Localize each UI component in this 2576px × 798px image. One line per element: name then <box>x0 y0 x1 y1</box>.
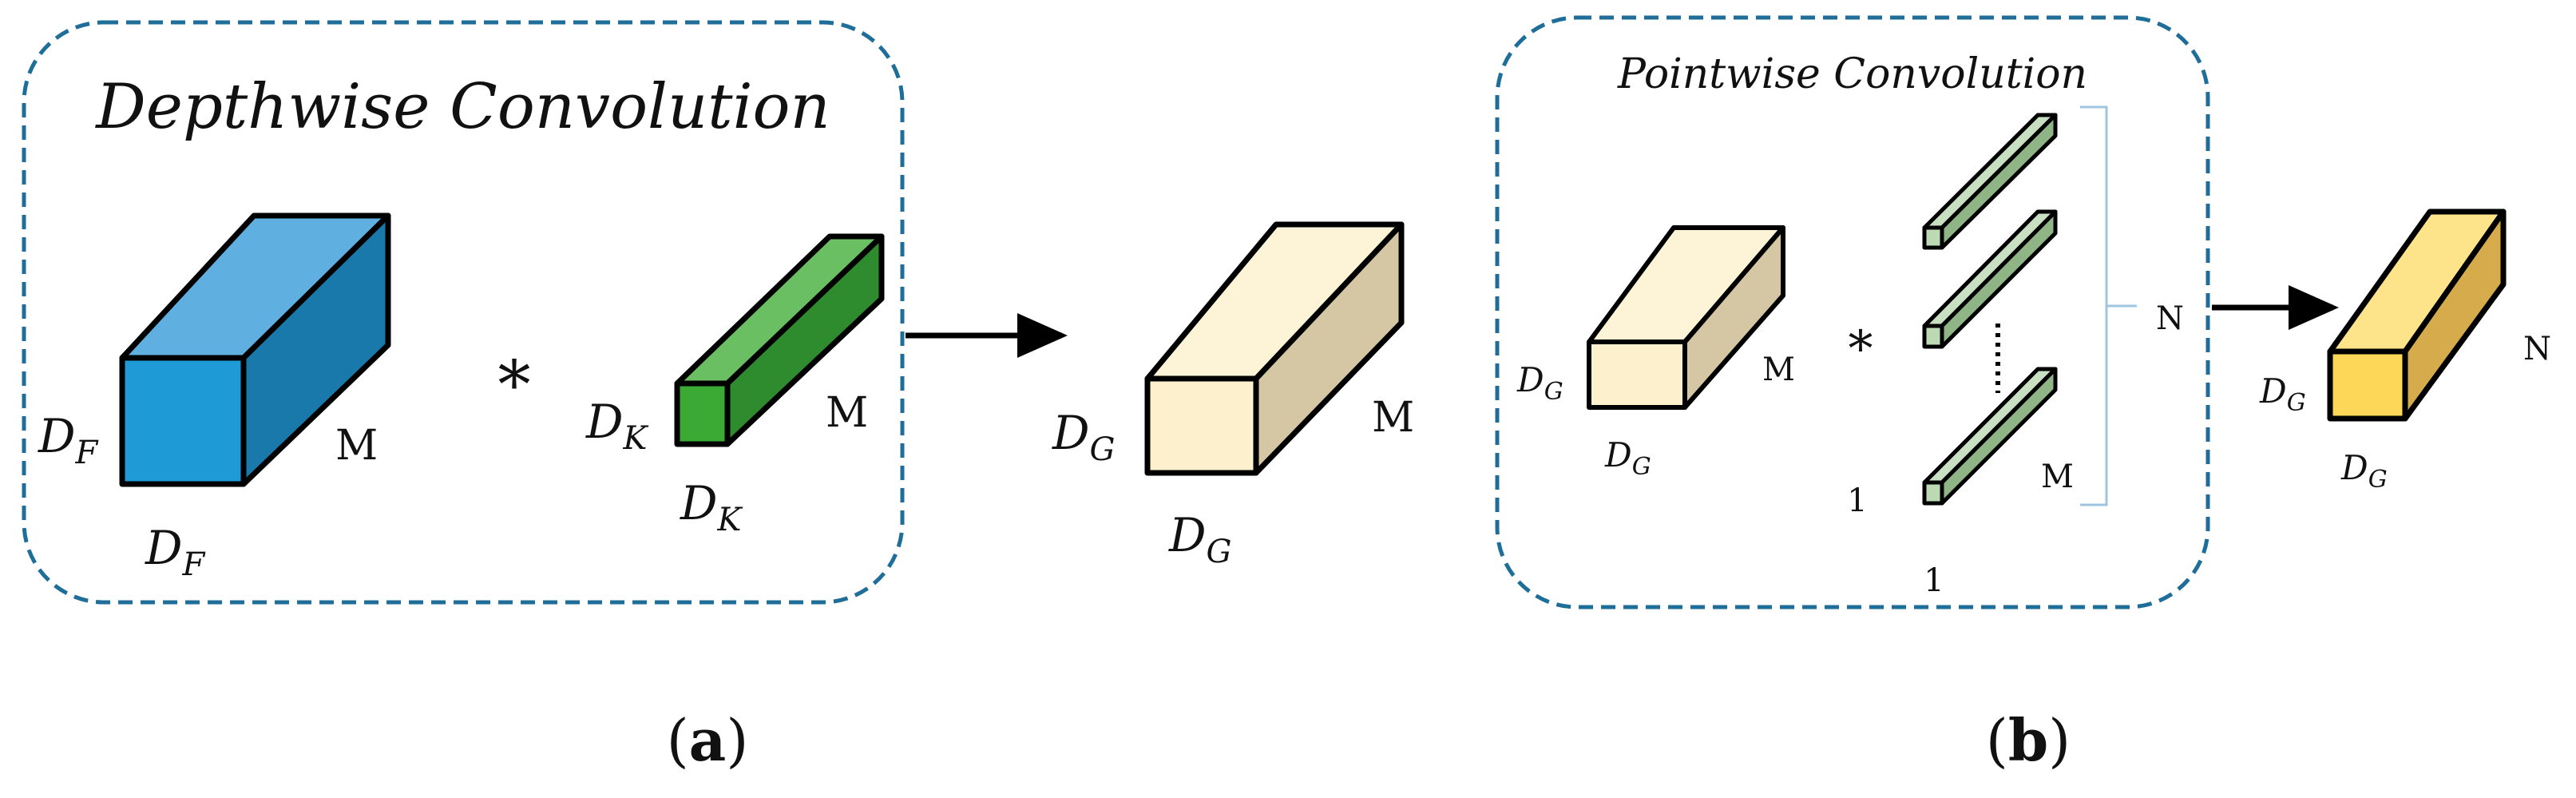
pointwise-input-width-label: DG <box>1604 435 1651 481</box>
kernel-count-bracket <box>2080 105 2137 506</box>
pointwise-title: Pointwise Convolution <box>1617 50 2087 98</box>
kernel-depth-label: M <box>826 389 868 437</box>
pointwise-input-depth-label: M <box>1762 351 1795 388</box>
output-feature-map-cube <box>2327 208 2507 422</box>
pointwise-kernel-1 <box>1922 113 2058 250</box>
input-width-label: DF <box>145 521 206 583</box>
kernel-size-left-label: 1 <box>1847 482 1867 519</box>
caption-b: (b) <box>1986 706 2071 774</box>
depthwise-kernel-cube <box>674 233 885 447</box>
input-height-label: DF <box>38 409 99 471</box>
pointwise-operator: * <box>1849 320 1873 378</box>
intermediate-width-label: DG <box>1168 508 1231 570</box>
intermediate-feature-map-cube <box>1144 221 1405 476</box>
intermediate-height-label: DG <box>1052 406 1115 468</box>
input-depth-label: M <box>335 422 378 470</box>
kernel-depth-m-label: M <box>2041 459 2074 495</box>
kernel-size-bottom-label: 1 <box>1924 562 1944 599</box>
depthwise-title: Depthwise Convolution <box>94 71 830 143</box>
kernel-height-label: DK <box>585 395 649 457</box>
intermediate-depth-label: M <box>1372 394 1414 442</box>
pointwise-panel-border <box>1495 15 2210 609</box>
output-width-label: DG <box>2340 448 2388 494</box>
output-depth-label: N <box>2523 331 2551 367</box>
input-feature-map-cube <box>119 212 391 487</box>
kernel-count-label: N <box>2156 300 2184 337</box>
pointwise-input-height-label: DG <box>1516 360 1563 406</box>
pointwise-kernel-n <box>1922 367 2058 506</box>
caption-a: (a) <box>667 706 749 774</box>
kernel-width-label: DK <box>680 476 743 538</box>
output-height-label: DG <box>2259 371 2306 417</box>
pointwise-kernel-2 <box>1922 209 2058 349</box>
depthwise-panel-border <box>22 20 905 605</box>
pointwise-input-cube <box>1587 225 1785 410</box>
depthwise-operator: * <box>498 347 531 423</box>
